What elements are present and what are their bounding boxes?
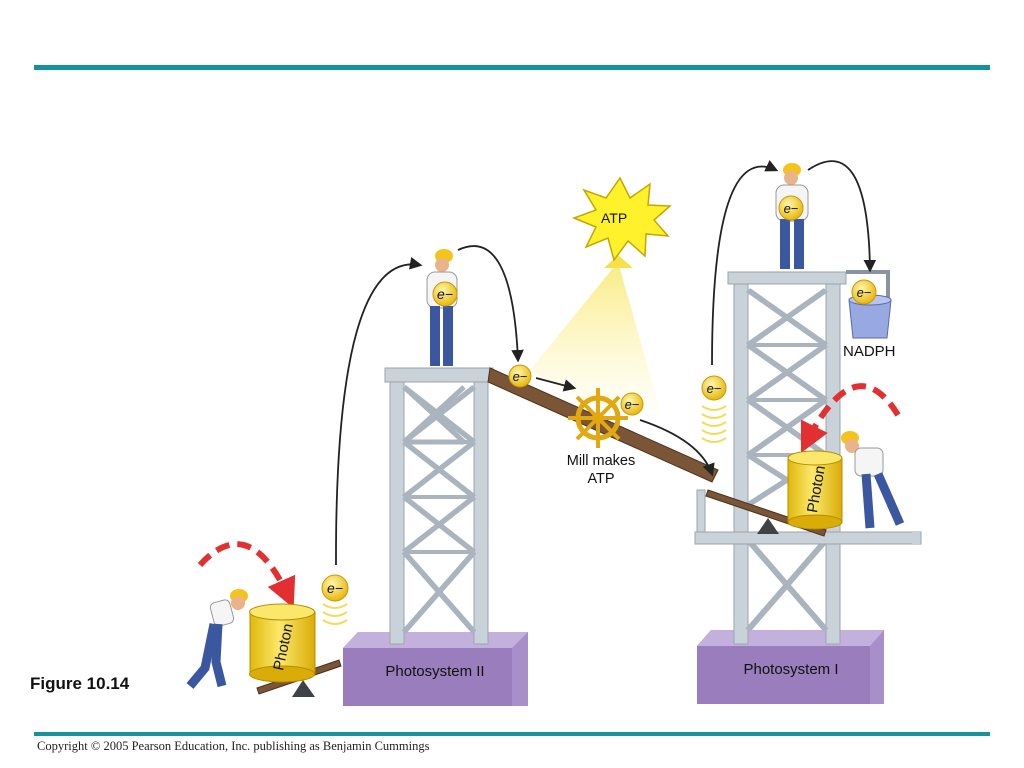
arrow-to-mill bbox=[535, 377, 577, 392]
photosystem-ii-tower bbox=[384, 367, 494, 645]
arrow-ramp-end bbox=[639, 419, 715, 477]
electron-label: e− bbox=[327, 580, 343, 596]
mill-label: Mill makes ATP bbox=[566, 453, 636, 487]
electron-mill: e− bbox=[620, 392, 644, 416]
nadph-label: NADPH bbox=[843, 343, 896, 360]
electron-ps1-rise: e− bbox=[701, 375, 727, 401]
electron-label: e− bbox=[784, 201, 799, 216]
electron-label: e− bbox=[437, 286, 453, 302]
photosystem-ii-label: Photosystem II bbox=[385, 663, 485, 680]
worker-ps2-top bbox=[426, 249, 458, 366]
figure-label: Figure 10.14 bbox=[30, 674, 130, 693]
arrow-down-ps1 bbox=[807, 160, 877, 273]
electron-ps1-held: e− bbox=[778, 195, 804, 221]
photon-cylinder-right bbox=[787, 450, 843, 530]
photosystem-i-label: Photosystem I bbox=[743, 661, 839, 678]
arrow-up-ps2 bbox=[335, 257, 423, 566]
emission-rings-right bbox=[701, 405, 727, 443]
electron-nadph: e− bbox=[851, 279, 877, 305]
electron-ps2-ground: e− bbox=[321, 574, 349, 602]
mill-wheel bbox=[568, 388, 628, 448]
emission-rings-left bbox=[322, 603, 348, 625]
worker-right bbox=[841, 431, 905, 529]
electron-label: e− bbox=[857, 285, 872, 300]
electron-ramp-top: e− bbox=[508, 364, 532, 388]
photon-cylinder-left bbox=[249, 603, 316, 683]
atp-light-cone bbox=[530, 262, 660, 412]
electron-label: e− bbox=[513, 369, 528, 384]
worker-left bbox=[186, 589, 248, 689]
copyright-text: Copyright © 2005 Pearson Education, Inc.… bbox=[37, 739, 430, 753]
atp-up-arrow bbox=[604, 255, 633, 268]
top-rule bbox=[34, 65, 990, 70]
arrow-up-ps1 bbox=[711, 160, 779, 366]
red-arrow-left bbox=[197, 541, 296, 609]
electron-label: e− bbox=[625, 397, 640, 412]
electron-label: e− bbox=[707, 381, 722, 396]
atp-label: ATP bbox=[601, 210, 628, 226]
atp-starburst bbox=[571, 176, 672, 262]
electron-ps2-held: e− bbox=[432, 281, 458, 307]
red-arrow-right bbox=[800, 383, 901, 454]
bottom-rule bbox=[34, 732, 990, 736]
arrow-down-ps2 bbox=[457, 245, 524, 363]
